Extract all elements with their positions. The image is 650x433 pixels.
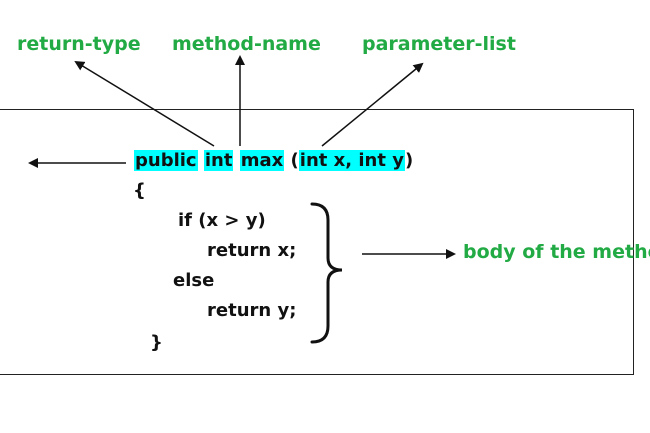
method-name-label: method-name xyxy=(172,33,321,55)
return-type-label: return-type xyxy=(17,33,141,55)
close-paren: ) xyxy=(404,150,414,171)
body-label: body of the metho xyxy=(463,241,650,263)
else-statement: else xyxy=(173,270,215,291)
return-type-arrow xyxy=(74,60,215,147)
return-y-statement: return y; xyxy=(207,300,297,321)
open-brace: { xyxy=(133,180,146,201)
open-paren: ( xyxy=(290,150,299,171)
return-x-statement: return x; xyxy=(207,240,297,261)
access-modifier: public xyxy=(134,150,198,171)
return-type-keyword: int xyxy=(203,150,234,171)
code-frame xyxy=(0,109,634,375)
parameter-list-arrow xyxy=(321,62,424,147)
parameter-list-label: parameter-list xyxy=(362,33,516,55)
close-brace: } xyxy=(150,332,163,353)
method-signature: public int max (int x, int y) xyxy=(134,150,413,172)
if-statement: if (x > y) xyxy=(178,210,266,231)
method-name: max xyxy=(239,150,285,171)
body-curly-brace xyxy=(310,202,343,344)
parameter-list: int x, int y xyxy=(298,150,405,171)
